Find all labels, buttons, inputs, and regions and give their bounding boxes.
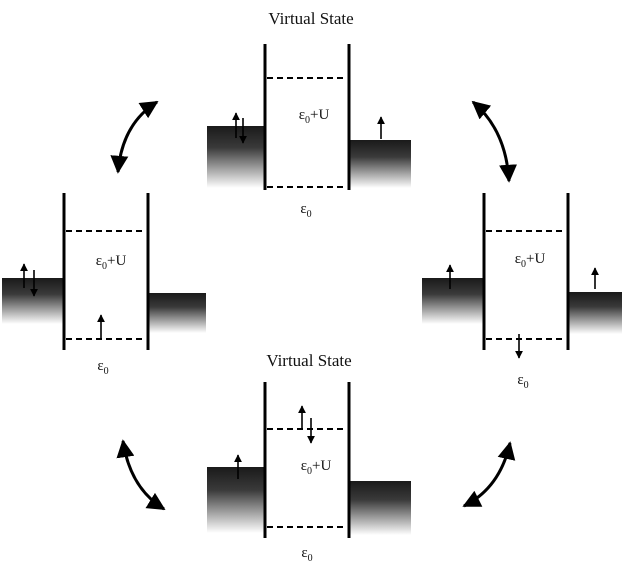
upper-level-label-left: ε0+U [96, 253, 127, 272]
upper-level-label-bottom: ε0+U [301, 458, 332, 477]
virtual-state-label-bottom: Virtual State [266, 351, 351, 370]
left-lead-left [2, 278, 64, 324]
left-panel: ε0+U ε0 [2, 193, 206, 377]
right-lead-bottom [349, 481, 411, 535]
lower-level-label-top: ε0 [300, 201, 311, 220]
curved-double-arrow-icon-top-left [110, 100, 159, 174]
curved-double-arrow-icon-bottom-right [462, 441, 516, 508]
upper-level-label-right: ε0+U [515, 251, 546, 270]
lower-level-label-bottom: ε0 [301, 545, 312, 564]
top-panel: Virtual State ε0+U ε0 [207, 9, 411, 220]
lower-level-label-left: ε0 [97, 358, 108, 377]
right-panel: ε0+U ε0 [422, 193, 622, 391]
right-lead-right [568, 292, 622, 334]
right-lead-left [148, 293, 206, 333]
virtual-state-label-top: Virtual State [268, 9, 353, 28]
left-lead-bottom [207, 467, 265, 533]
left-lead-right [422, 278, 484, 324]
right-lead-top [349, 140, 411, 188]
curved-double-arrow-icon-top-right [471, 100, 518, 183]
bottom-panel: Virtual State ε0+U ε0 [207, 351, 411, 564]
lower-level-label-right: ε0 [517, 372, 528, 391]
curved-double-arrow-icon-bottom-left [116, 439, 166, 511]
upper-level-label-top: ε0+U [299, 107, 330, 126]
